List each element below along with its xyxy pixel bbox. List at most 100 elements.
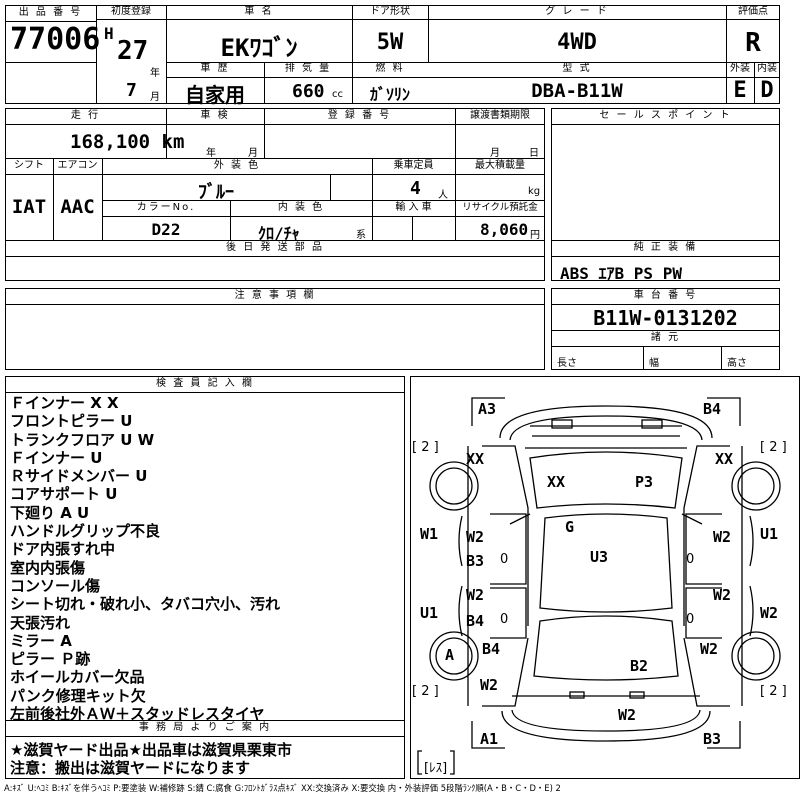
- inspector-note-item: ピラー Ｐ跡: [10, 650, 91, 669]
- int-color-suffix: 系: [356, 230, 366, 241]
- shift-value: IAT: [11, 196, 47, 218]
- month-value: 7: [126, 80, 137, 101]
- door-value: 5W: [376, 30, 404, 55]
- int-grade-value: D: [760, 78, 774, 103]
- ext-grade-value: E: [733, 78, 747, 103]
- score-label: 評価点: [738, 6, 768, 17]
- inspector-note-item: Ｆインナー U: [10, 448, 103, 467]
- recycle-label: リサイクル預託金: [462, 202, 538, 213]
- diagram-label-bottom-c: W2: [618, 706, 637, 724]
- ext-label: 外装: [730, 63, 750, 74]
- diagram-bracket-br: [ 2 ]: [760, 684, 787, 699]
- diagram-zero-4: 0: [686, 612, 695, 627]
- diagram-bracket-tr: [ 2 ]: [760, 440, 787, 455]
- details-grid: [5, 108, 545, 281]
- car-name-value: EKﾜｺﾞﾝ: [220, 34, 298, 62]
- diagram-label-side-r-top: U1: [760, 525, 779, 543]
- diagram-label-hood-r: P3: [635, 473, 654, 491]
- transfer-day-unit: 日: [529, 148, 539, 159]
- insp-year-unit: 年: [206, 148, 216, 159]
- history-value: 自家用: [185, 83, 245, 107]
- diagram-label-b4-top: B4: [703, 400, 722, 418]
- year-value: 27: [117, 36, 149, 66]
- diagram-label-rear-l: B4: [482, 640, 501, 658]
- model-value: DBA-B11W: [531, 80, 623, 102]
- transfer-label: 譲渡書類期限: [470, 110, 530, 121]
- import-label: 輸 入 車: [395, 202, 432, 213]
- color-no-label: カラーNo.: [136, 202, 196, 213]
- inspector-note-item: コンソール傷: [10, 576, 101, 595]
- model-label: 型 式: [562, 63, 592, 74]
- inspector-note-item: トランクフロア U W: [10, 430, 155, 449]
- capacity-unit: 人: [438, 190, 448, 201]
- sales-point-label: セ ー ル ス ポ イ ン ト: [599, 110, 732, 121]
- equipment-value: ABS ｴｱB PS PW: [560, 264, 682, 283]
- ac-label: エアコン: [57, 160, 98, 171]
- diagram-label-rear-l-bot: W2: [480, 676, 499, 694]
- inspector-note-item: 下廻り A U: [10, 503, 90, 522]
- chassis-box: [551, 288, 780, 370]
- inspector-note-item: パンク修理キット欠: [10, 686, 146, 705]
- diagram-label-roof: G: [565, 518, 575, 536]
- recycle-unit: 円: [530, 230, 540, 241]
- diagram-label-b3-bot: B3: [703, 730, 722, 748]
- diagram-label-wheel-fl: XX: [466, 450, 485, 468]
- inspector-box: [5, 376, 405, 779]
- int-color-label: 内 装 色: [277, 202, 325, 213]
- inspector-note-item: 左前後社外ＡＷ＋スタッドレスタイヤ: [10, 705, 265, 724]
- later-parts-label: 後 日 発 送 部 品: [226, 242, 324, 253]
- score-value: R: [745, 28, 761, 58]
- car-name-label: 車 名: [244, 6, 274, 17]
- fuel-value: ｶﾞｿﾘﾝ: [369, 85, 410, 104]
- diagram-label-side-l-top: W1: [420, 525, 439, 543]
- inspector-label: 検 査 員 記 入 欄: [156, 378, 254, 389]
- displacement-unit: cc: [332, 89, 343, 100]
- diagram-label-rear-r: W2: [700, 640, 719, 658]
- history-label: 車 歴: [200, 63, 230, 74]
- mileage-value: 168,100 km: [70, 131, 185, 153]
- inspector-note-item: Ｆインナー X X: [10, 394, 119, 412]
- inspector-note-item: ドア内張すれ中: [10, 540, 116, 559]
- diagram-label-trunk: B2: [630, 657, 649, 675]
- diagram-label-wheel-fr: XX: [715, 450, 734, 468]
- displacement-value: 660: [292, 81, 325, 102]
- mileage-label: 走 行: [70, 110, 101, 121]
- diagram-label-side-r-bot: W2: [760, 604, 779, 622]
- height-label: 高さ: [727, 358, 747, 369]
- header-grid: [5, 5, 780, 104]
- inspector-note-item: 天張汚れ: [10, 613, 71, 632]
- length-label: 長さ: [557, 358, 577, 369]
- width-label: 幅: [649, 358, 659, 369]
- diagram-label-side-l-bot: U1: [420, 604, 439, 622]
- inspector-note-item: ホイールカバー欠品: [10, 668, 145, 687]
- inspector-note-item: シート切れ・破れ小、タバコ穴小、汚れ: [10, 595, 281, 614]
- equipment-label: 純 正 装 備: [633, 242, 698, 253]
- diagram-zero-3: 0: [500, 612, 509, 627]
- inspector-note-item: Ｒサイドメンバー U: [10, 467, 148, 486]
- displacement-label: 排 気 量: [284, 63, 332, 74]
- diagram-zero-2: 0: [686, 552, 695, 567]
- ext-color-label: 外 装 色: [213, 160, 261, 171]
- capacity-value: 4: [410, 178, 421, 199]
- int-label: 内装: [757, 63, 777, 74]
- chassis-value: B11W-0131202: [593, 306, 738, 330]
- grade-label: グ レ ー ド: [545, 6, 609, 17]
- diagram-label-door-fl-top: W2: [466, 528, 485, 546]
- color-no-value: D22: [151, 220, 181, 239]
- diagram-label-wheel-rl: A: [445, 646, 455, 664]
- lot-no-value: 77006: [10, 22, 101, 57]
- inspector-note-item: ミラー A: [10, 631, 72, 650]
- diagram-bracket-bl: [ 2 ]: [412, 684, 439, 699]
- office-line-2: 注意：搬出は滋賀ヤードになります: [10, 759, 251, 777]
- diagram-label-door-rl-top: W2: [466, 586, 485, 604]
- diagram-label-door-fl-bot: B3: [466, 552, 485, 570]
- era-value: H: [104, 24, 114, 43]
- diagram-label-hood-l: XX: [547, 473, 566, 491]
- ext-color-value: ﾌﾞﾙｰ: [198, 182, 234, 203]
- recycle-value: 8,060: [480, 220, 529, 239]
- specs-label: 諸 元: [650, 332, 681, 343]
- shift-label: シフト: [14, 160, 44, 171]
- notes-label: 注 意 事 項 欄: [234, 290, 316, 301]
- diagram-label-center: U3: [590, 548, 609, 566]
